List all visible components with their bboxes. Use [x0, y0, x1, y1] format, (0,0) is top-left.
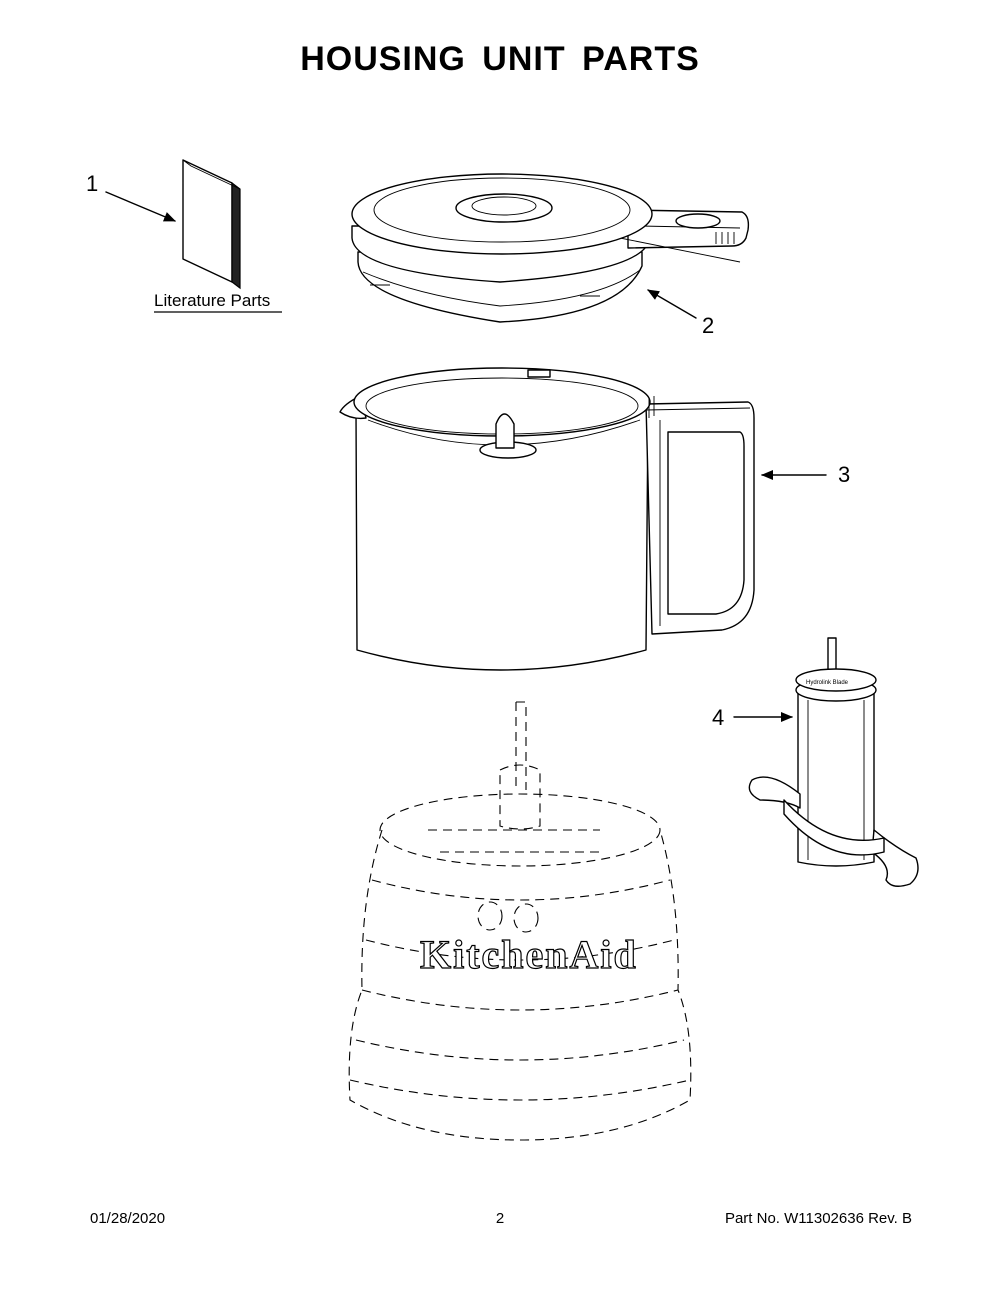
footer-date: 01/28/2020: [90, 1210, 166, 1227]
motor-base: KitchenAid: [348, 701, 692, 1141]
blade-assembly-part: Hydrolink Blade: [748, 637, 919, 887]
base-logo: KitchenAid: [420, 932, 638, 977]
footer-page-number: 2: [495, 1210, 505, 1227]
literature-parts-label: Literature Parts: [154, 291, 270, 310]
callout-1: 1: [86, 171, 98, 196]
literature-booklet: [182, 159, 241, 290]
callout-2-arrow: [647, 289, 697, 319]
lid-part: [351, 173, 750, 323]
page-title: HOUSING UNIT PARTS: [300, 40, 700, 78]
callout-2: 2: [702, 313, 714, 338]
footer-part-number: Part No. W11302636 Rev. B: [724, 1210, 912, 1227]
callout-4: 4: [712, 705, 724, 730]
callout-3: 3: [838, 462, 850, 487]
callout-1-arrow: [105, 191, 176, 222]
work-bowl-part: [339, 367, 755, 671]
blade-cap-print: Hydrolink Blade: [806, 680, 849, 686]
